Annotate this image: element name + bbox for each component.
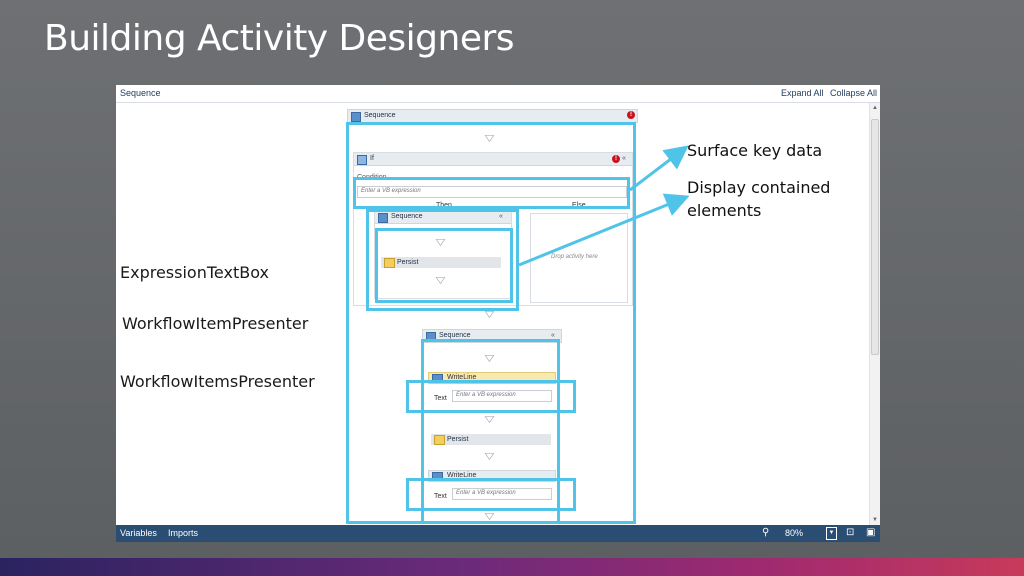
zoom-icon[interactable]: ⚲	[762, 527, 770, 538]
condition-placeholder: Enter a VB expression	[361, 188, 421, 194]
collapse-all-link[interactable]: Collapse All	[830, 88, 878, 98]
callout-expression-textbox: ExpressionTextBox	[120, 263, 269, 282]
persist-icon	[384, 258, 395, 268]
error-icon: !	[612, 155, 620, 163]
text-label: Text	[434, 395, 447, 402]
text-box-highlight-1	[406, 380, 576, 413]
scroll-up-icon[interactable]: ▲	[872, 105, 878, 111]
collapse-icon[interactable]: «	[622, 155, 626, 162]
drop-arrow-icon: ▽	[484, 511, 495, 521]
then-label: Then	[436, 202, 452, 209]
if-header: If ! «	[354, 153, 632, 166]
vertical-scrollbar[interactable]: ▲ ▼	[869, 103, 880, 525]
drop-arrow-icon: ▽	[484, 133, 495, 143]
callout-surface-key-data: Surface key data	[687, 141, 823, 160]
inner-sequence-title: Sequence	[391, 213, 423, 220]
drop-arrow-icon: ▽	[484, 353, 495, 363]
if-icon	[357, 155, 367, 165]
drop-arrow-icon: ▽	[435, 275, 446, 285]
text-placeholder: Enter a VB expression	[456, 392, 516, 398]
text-box-highlight-2	[406, 478, 576, 511]
variables-tab[interactable]: Variables	[120, 528, 157, 538]
persist-activity-2[interactable]: Persist	[431, 434, 551, 445]
collapse-icon[interactable]: «	[499, 213, 503, 220]
collapse-icon[interactable]: «	[551, 332, 555, 339]
persist-label: Persist	[447, 436, 469, 443]
error-icon: !	[627, 111, 635, 119]
condition-expression-input[interactable]: Enter a VB expression	[357, 186, 627, 198]
zoom-level[interactable]: 80%	[785, 528, 804, 538]
fit-to-screen-icon[interactable]: ⊡	[846, 527, 855, 538]
text-expression-input-2[interactable]: Enter a VB expression	[452, 488, 552, 500]
outer-sequence-header[interactable]: Sequence !	[347, 109, 638, 123]
text-placeholder: Enter a VB expression	[456, 490, 516, 496]
breadcrumb[interactable]: Sequence	[120, 88, 161, 98]
callout-workflow-item-presenter: WorkflowItemPresenter	[122, 314, 309, 333]
zoom-dropdown-icon[interactable]: ▼	[826, 527, 837, 540]
designer-status-bar: Variables Imports ⚲ 80% ▼ ⊡ ▣	[116, 525, 880, 542]
outer-sequence-title: Sequence	[364, 112, 396, 119]
drop-arrow-icon: ▽	[484, 309, 495, 319]
slide-title: Building Activity Designers	[44, 18, 515, 59]
workflow-items-presenter-highlight	[421, 339, 560, 524]
drop-arrow-icon: ▽	[484, 414, 495, 424]
sequence-icon	[351, 112, 361, 122]
callout-display-contained: Display contained elements	[687, 178, 831, 220]
writeline-title: WriteLine	[447, 374, 477, 381]
expression-textbox-highlight	[353, 177, 630, 209]
sequence-icon	[378, 213, 388, 223]
writeline-title: WriteLine	[447, 472, 477, 479]
inner-sequence-highlight	[375, 228, 513, 303]
drop-arrow-icon: ▽	[484, 451, 495, 461]
if-title: If	[370, 155, 374, 162]
text-expression-input[interactable]: Enter a VB expression	[452, 390, 552, 402]
overview-map-icon[interactable]: ▣	[866, 527, 876, 538]
persist-activity[interactable]: Persist	[381, 257, 501, 268]
sequence2-title: Sequence	[439, 332, 471, 339]
slide-bottom-bar	[0, 558, 1024, 576]
callout-workflow-items-presenter: WorkflowItemsPresenter	[120, 372, 315, 391]
persist-icon	[434, 435, 445, 445]
persist-label: Persist	[397, 259, 419, 266]
scroll-down-icon[interactable]: ▼	[872, 517, 878, 523]
text-label: Text	[434, 493, 447, 500]
imports-tab[interactable]: Imports	[168, 528, 199, 538]
workflow-item-presenter-highlight	[366, 209, 519, 311]
expand-all-link[interactable]: Expand All	[781, 88, 824, 98]
inner-sequence[interactable]: Sequence « ▽ Persist ▽	[374, 210, 512, 299]
scroll-thumb[interactable]	[871, 119, 879, 355]
designer-header: Sequence Expand All Collapse All	[116, 85, 880, 103]
drop-arrow-icon: ▽	[435, 237, 446, 247]
inner-sequence-header: Sequence «	[375, 211, 511, 224]
